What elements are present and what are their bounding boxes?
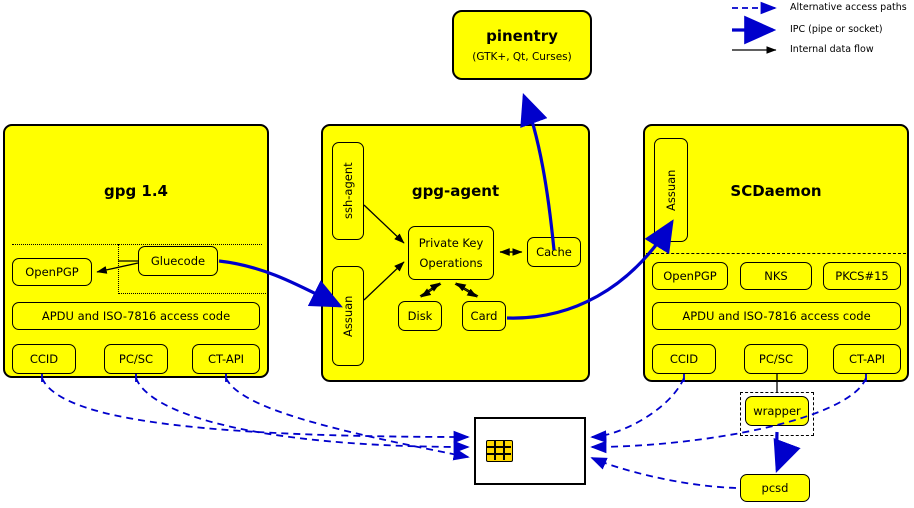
alt-scd-ccid-to-card <box>590 377 685 443</box>
gpg-agent-panel-title: gpg-agent <box>411 182 500 200</box>
scdaemon-apdu-node[interactable]: APDU and ISO-7816 access code <box>652 302 901 330</box>
gpg-agent-assuan-node[interactable]: Assuan <box>332 266 364 366</box>
gpg-agent-cache-node[interactable]: Cache <box>527 237 581 267</box>
gpg-driver-ctapi[interactable]: CT-API <box>192 344 260 374</box>
gpg-dotted-region-bottom <box>118 293 268 294</box>
gpg-gluecode-node[interactable]: Gluecode <box>138 246 218 276</box>
gpg-driver-ccid[interactable]: CCID <box>12 344 76 374</box>
scdaemon-driver-ctapi[interactable]: CT-API <box>833 344 901 374</box>
gpg-agent-disk-node[interactable]: Disk <box>398 301 442 331</box>
scdaemon-driver-pcsc[interactable]: PC/SC <box>744 344 808 374</box>
smartcard-chip-icon <box>486 440 513 462</box>
legend-label-internal-data-flow: Internal data flow <box>790 44 874 55</box>
scdaemon-section-divider <box>646 253 906 254</box>
chip-line-4 <box>503 440 505 460</box>
scdaemon-app-nks[interactable]: NKS <box>740 262 812 290</box>
scdaemon-panel-title: SCDaemon <box>730 182 822 200</box>
wrapper-node[interactable]: wrapper <box>745 396 809 426</box>
gpg-driver-pcsc[interactable]: PC/SC <box>104 344 168 374</box>
chip-line-2 <box>486 453 511 455</box>
alt-gpg-ccid-to-card <box>41 377 470 444</box>
pinentry-subtitle: (GTK+, Qt, Curses) <box>472 51 572 63</box>
gpg-panel[interactable]: gpg 1.4 <box>3 124 269 378</box>
chip-line-3 <box>494 440 496 460</box>
ipc-wrapper-to-pcsd <box>773 431 801 473</box>
scdaemon-driver-ccid[interactable]: CCID <box>652 344 716 374</box>
gpg-agent-private-key-operations-node[interactable]: Private Key Operations <box>408 226 494 280</box>
legend-label-alternative-paths: Alternative access paths <box>790 2 907 13</box>
pinentry-title: pinentry <box>486 27 558 45</box>
chip-line-1 <box>486 446 511 448</box>
alt-gpg-ctapi-to-card <box>225 377 470 461</box>
gpg-panel-title: gpg 1.4 <box>103 182 168 200</box>
legend-label-ipc: IPC (pipe or socket) <box>790 24 883 35</box>
gpg-dotted-region-divider <box>118 244 119 294</box>
gpg-apdu-node[interactable]: APDU and ISO-7816 access code <box>12 302 260 330</box>
private-key-ops-line-2: Operations <box>419 255 483 270</box>
scdaemon-app-openpgp[interactable]: OpenPGP <box>652 262 728 290</box>
gpg-agent-card-node[interactable]: Card <box>462 301 506 331</box>
scdaemon-assuan-node[interactable]: Assuan <box>654 138 688 242</box>
alt-gpg-pcsc-to-card <box>135 377 470 454</box>
private-key-ops-line-1: Private Key <box>418 236 484 251</box>
alt-pcsd-to-card <box>590 457 737 489</box>
scdaemon-app-pkcs15[interactable]: PKCS#15 <box>823 262 901 290</box>
pinentry-box[interactable]: pinentry (GTK+, Qt, Curses) <box>452 10 592 80</box>
alt-scd-ctapi-to-card <box>590 377 867 454</box>
gpg-openpgp-node[interactable]: OpenPGP <box>12 258 92 286</box>
pcsd-node[interactable]: pcsd <box>740 474 810 502</box>
gpg-agent-ssh-agent-node[interactable]: ssh-agent <box>332 142 364 240</box>
gpg-dotted-region-top <box>12 244 262 294</box>
